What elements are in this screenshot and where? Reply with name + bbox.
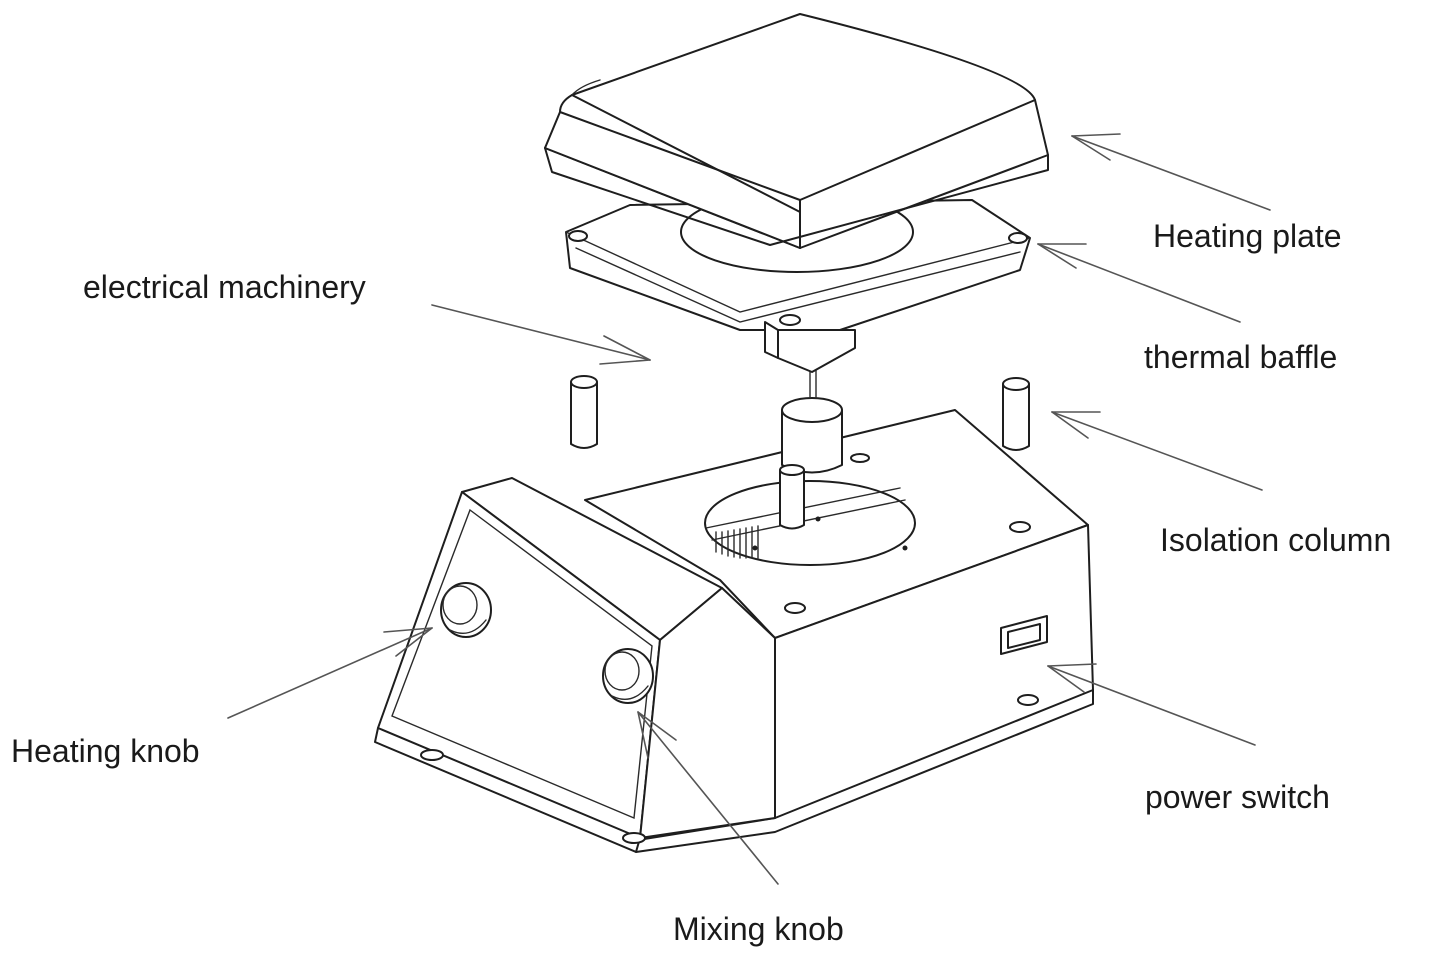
leader-thermal-baffle <box>1037 243 1241 323</box>
leader-isolation-column <box>1051 411 1263 491</box>
label-mixing-knob: Mixing knob <box>673 911 844 947</box>
heating-plate <box>544 13 1049 249</box>
label-thermal-baffle: thermal baffle <box>1144 339 1338 375</box>
label-power-switch: power switch <box>1145 779 1330 815</box>
power-switch <box>1000 615 1048 655</box>
leader-mixing-knob <box>637 711 779 885</box>
label-heating-knob: Heating knob <box>11 733 200 769</box>
label-isolation-column: Isolation column <box>1160 522 1392 558</box>
leader-heating-knob <box>227 627 433 719</box>
coil-hatch <box>715 525 759 559</box>
motor-assembly <box>779 367 843 530</box>
isolation-column-right <box>1002 377 1030 451</box>
leader-power-switch <box>1047 663 1256 746</box>
label-heating-plate: Heating plate <box>1153 218 1342 254</box>
label-electrical-machinery: electrical machinery <box>83 269 366 305</box>
base-unit <box>374 409 1094 853</box>
leader-heating-plate <box>1071 133 1271 211</box>
leader-electrical-machinery <box>431 304 651 365</box>
mixing-knob <box>602 648 654 704</box>
heating-knob <box>440 582 492 638</box>
isolation-column-left <box>570 375 598 449</box>
